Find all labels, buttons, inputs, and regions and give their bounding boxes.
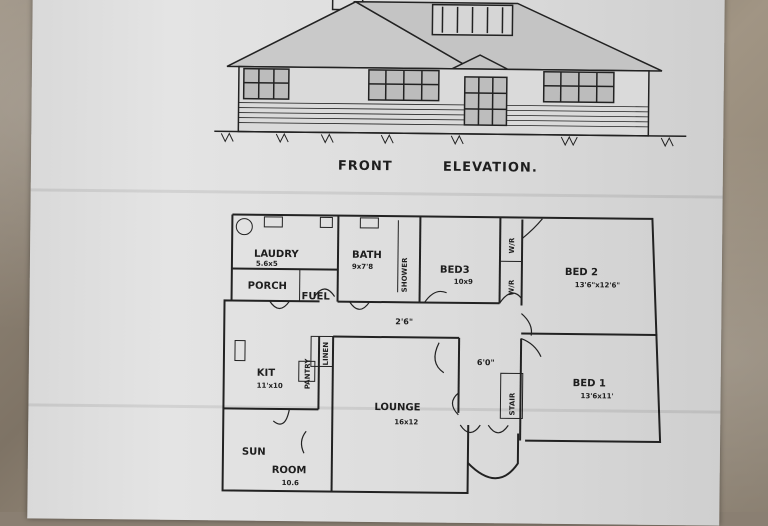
bed2-label: BED 2 [565, 267, 598, 278]
elevation-label: ELEVATION. [443, 160, 538, 176]
bed1-left-wall [520, 339, 521, 441]
kitchen-sink [235, 341, 245, 361]
sunroom-label-2: ROOM [272, 465, 307, 476]
copper [320, 217, 332, 227]
bed1-label: BED 1 [573, 378, 606, 389]
hall2-dimension: 6'0" [477, 358, 495, 367]
bath-label: BATH [352, 250, 382, 261]
elevation-window-center [369, 70, 439, 101]
laundry-label: LAUDRY [254, 249, 299, 260]
lounge-label: LOUNGE [374, 402, 420, 413]
kitchen-label: KIT [257, 368, 276, 379]
kitchen-sun-wall [223, 408, 318, 409]
sunroom-label: SUN [242, 447, 266, 458]
front-elevation: FRONT ELEVATION. [214, 0, 688, 177]
bed3-wardrobe-wall [500, 217, 501, 303]
laundry-tub [236, 219, 252, 235]
bed2-size: 13'6"x12'6" [575, 281, 620, 289]
bed3-bottom-wall [420, 302, 500, 303]
blueprint-paper: FRONT ELEVATION. [27, 0, 725, 526]
wardrobe-label-2: W/R [508, 279, 516, 295]
bed3-size: 10x9 [454, 278, 473, 286]
stair-label: STAIR [508, 392, 516, 415]
bed3-label: BED3 [440, 265, 470, 276]
elevation-front-door [464, 77, 507, 125]
hall-dimension: 2'6" [395, 317, 413, 326]
curved-porch [468, 433, 518, 479]
elevation-window-left [244, 69, 289, 99]
front-label: FRONT [338, 159, 393, 175]
kitchen-right-wall [318, 336, 319, 409]
lounge-right-wall [458, 338, 459, 413]
pantry-label: PANTRY [304, 358, 312, 390]
laundry-bath-wall [338, 216, 339, 302]
bed1-size: 13'6x11' [581, 392, 614, 400]
bath-bed3-wall [420, 216, 421, 302]
lounge-size: 16x12 [394, 418, 418, 426]
lounge-left-wall [332, 337, 334, 492]
laundry-trough [264, 217, 282, 227]
bath-basin [360, 218, 378, 228]
sunroom-size: 10.6 [282, 479, 299, 487]
bed2-left-wall [521, 220, 522, 306]
laundry-wall [232, 268, 338, 269]
wardrobe-label-1: W/R [508, 237, 516, 253]
floor-plan: LAUDRY 5.6x5 BATH 9x7'8 SHOWER BED3 10x9… [223, 214, 663, 495]
elevation-window-right [544, 72, 614, 103]
porch-label: PORCH [248, 281, 287, 292]
lounge-top-wall [333, 337, 459, 338]
bath-size: 9x7'8 [352, 263, 373, 271]
house-plan-drawing: FRONT ELEVATION. [27, 0, 725, 526]
kitchen-size: 11'x10 [257, 382, 283, 390]
fuel-label: FUEL [302, 291, 331, 302]
shower-label: SHOWER [401, 257, 409, 292]
shower-wall [398, 220, 399, 292]
linen-label: LINEN [322, 342, 330, 366]
laundry-size: 5.6x5 [256, 260, 278, 268]
bed2-bed1-wall [521, 334, 657, 335]
